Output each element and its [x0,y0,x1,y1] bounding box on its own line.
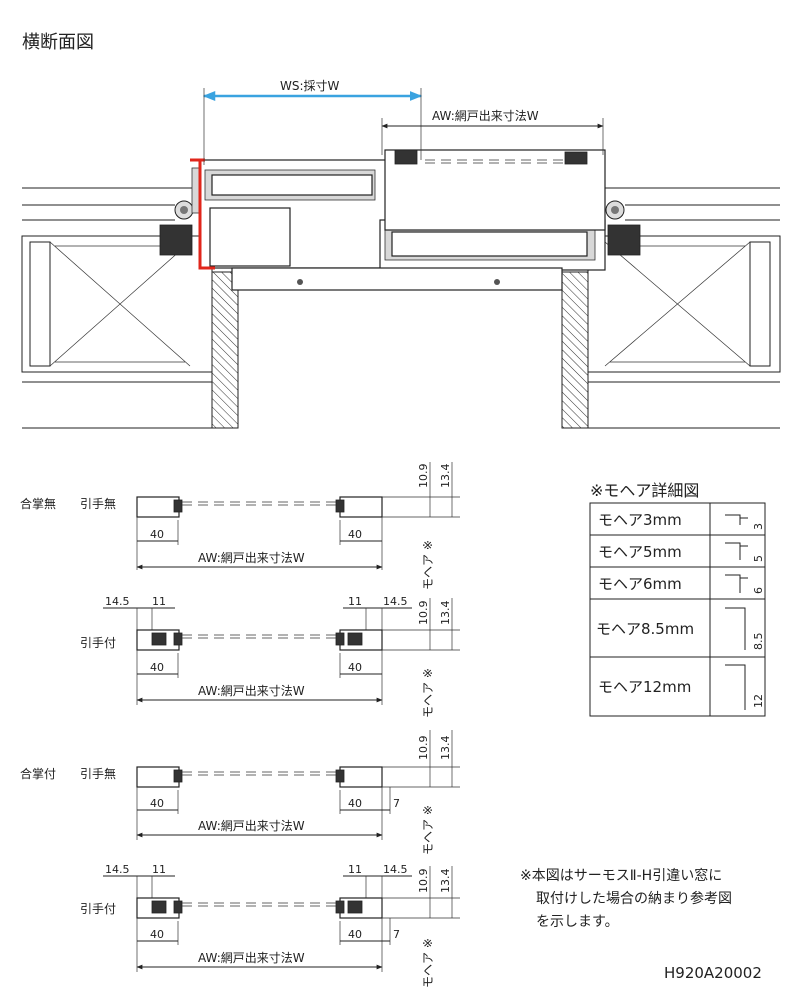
mohair-note: モヘア ※ [421,668,435,718]
page-title: 横断面図 [22,32,94,53]
dim-left-40: 40 [150,528,164,541]
aw-dimension: AW:網戸出来寸法W [198,684,305,698]
variant-2: 引手付 14.5 11 11 14.5 40 40 AW:網戸出来寸法W 10.… [80,595,460,718]
mohair-size: 6 [752,587,765,594]
variant-1: 合掌無 引手無 40 40 AW:網戸出来寸法W 10.9 13.4 モヘア ※ [20,462,460,590]
mohair-note: モヘア ※ [421,540,435,590]
dim-top-11-right: 11 [348,863,362,876]
dim-13-4: 13.4 [439,869,452,894]
mohair-row-label: モヘア5mm [598,543,682,561]
variant-group-label: 合掌付 [20,766,56,781]
variant-type-label: 引手無 [80,496,116,511]
mohair-row-label: モヘア12mm [598,678,691,696]
dim-13-4: 13.4 [439,736,452,761]
dim-right-40: 40 [348,928,362,941]
aw-dimension: AW:網戸出来寸法W [198,819,305,833]
dim-left-40: 40 [150,797,164,810]
dim-13-4: 13.4 [439,601,452,626]
dim-10-9: 10.9 [417,736,430,761]
mohair-size: 8.5 [752,633,765,651]
note-line-1: ※本図はサーモスⅡ-H引違い窓に [520,867,722,884]
dim-right-40: 40 [348,797,362,810]
dim-top-11-right: 11 [348,595,362,608]
variant-3: 合掌付 引手無 40 40 7 AW:網戸出来寸法W 10.9 13.4 モヘア… [20,730,460,855]
dim-top-11-left: 11 [152,863,166,876]
dim-left-40: 40 [150,661,164,674]
aw-dimension: AW:網戸出来寸法W [198,551,305,565]
variant-group-label: 合掌無 [20,496,56,511]
mohair-size: 3 [752,523,765,530]
dim-10-9: 10.9 [417,464,430,489]
mohair-row-label: モヘア6mm [598,575,682,593]
dim-top-14-5-left: 14.5 [105,863,130,876]
mohair-row-label: モヘア3mm [598,511,682,529]
dim-top-14-5-right: 14.5 [383,863,408,876]
aw-dimension: AW:網戸出来寸法W [198,951,305,965]
dim-right-40: 40 [348,528,362,541]
mohair-size: 12 [752,694,765,708]
dim-top-14-5-left: 14.5 [105,595,130,608]
drawing-code: H920A20002 [664,964,762,982]
variant-type-label: 引手無 [80,766,116,781]
dim-10-9: 10.9 [417,869,430,894]
note-line-3: を示します。 [536,914,619,930]
variant-type-label: 引手付 [80,902,116,916]
dim-7: 7 [393,928,400,941]
dim-top-14-5-right: 14.5 [383,595,408,608]
dim-10-9: 10.9 [417,601,430,626]
dim-7: 7 [393,797,400,810]
variant-4: 引手付 14.5 11 11 14.5 40 40 7 AW:網戸出来寸法W [80,863,460,988]
ws-label: WS:採寸W [280,79,340,93]
main-section: WS:採寸W AW:網戸出来寸法W [21,79,781,429]
mohair-row-label: モヘア8.5mm [596,620,694,638]
mohair-note: モヘア ※ [421,938,435,988]
mohair-size: 5 [752,555,765,562]
aw-label: AW:網戸出来寸法W [432,109,539,123]
variant-type-label: 引手付 [80,636,116,650]
dim-left-40: 40 [150,928,164,941]
mohair-table-title: ※モヘア詳細図 [590,481,699,500]
dim-top-11-left: 11 [152,595,166,608]
note-line-2: 取付けした場合の納まり参考図 [536,890,732,907]
mohair-table: ※モヘア詳細図 モヘア3mm モヘア5mm モヘア6mm モヘア8.5mm モヘ… [589,481,766,717]
mohair-note: モヘア ※ [421,805,435,855]
dim-13-4: 13.4 [439,464,452,489]
dim-right-40: 40 [348,661,362,674]
